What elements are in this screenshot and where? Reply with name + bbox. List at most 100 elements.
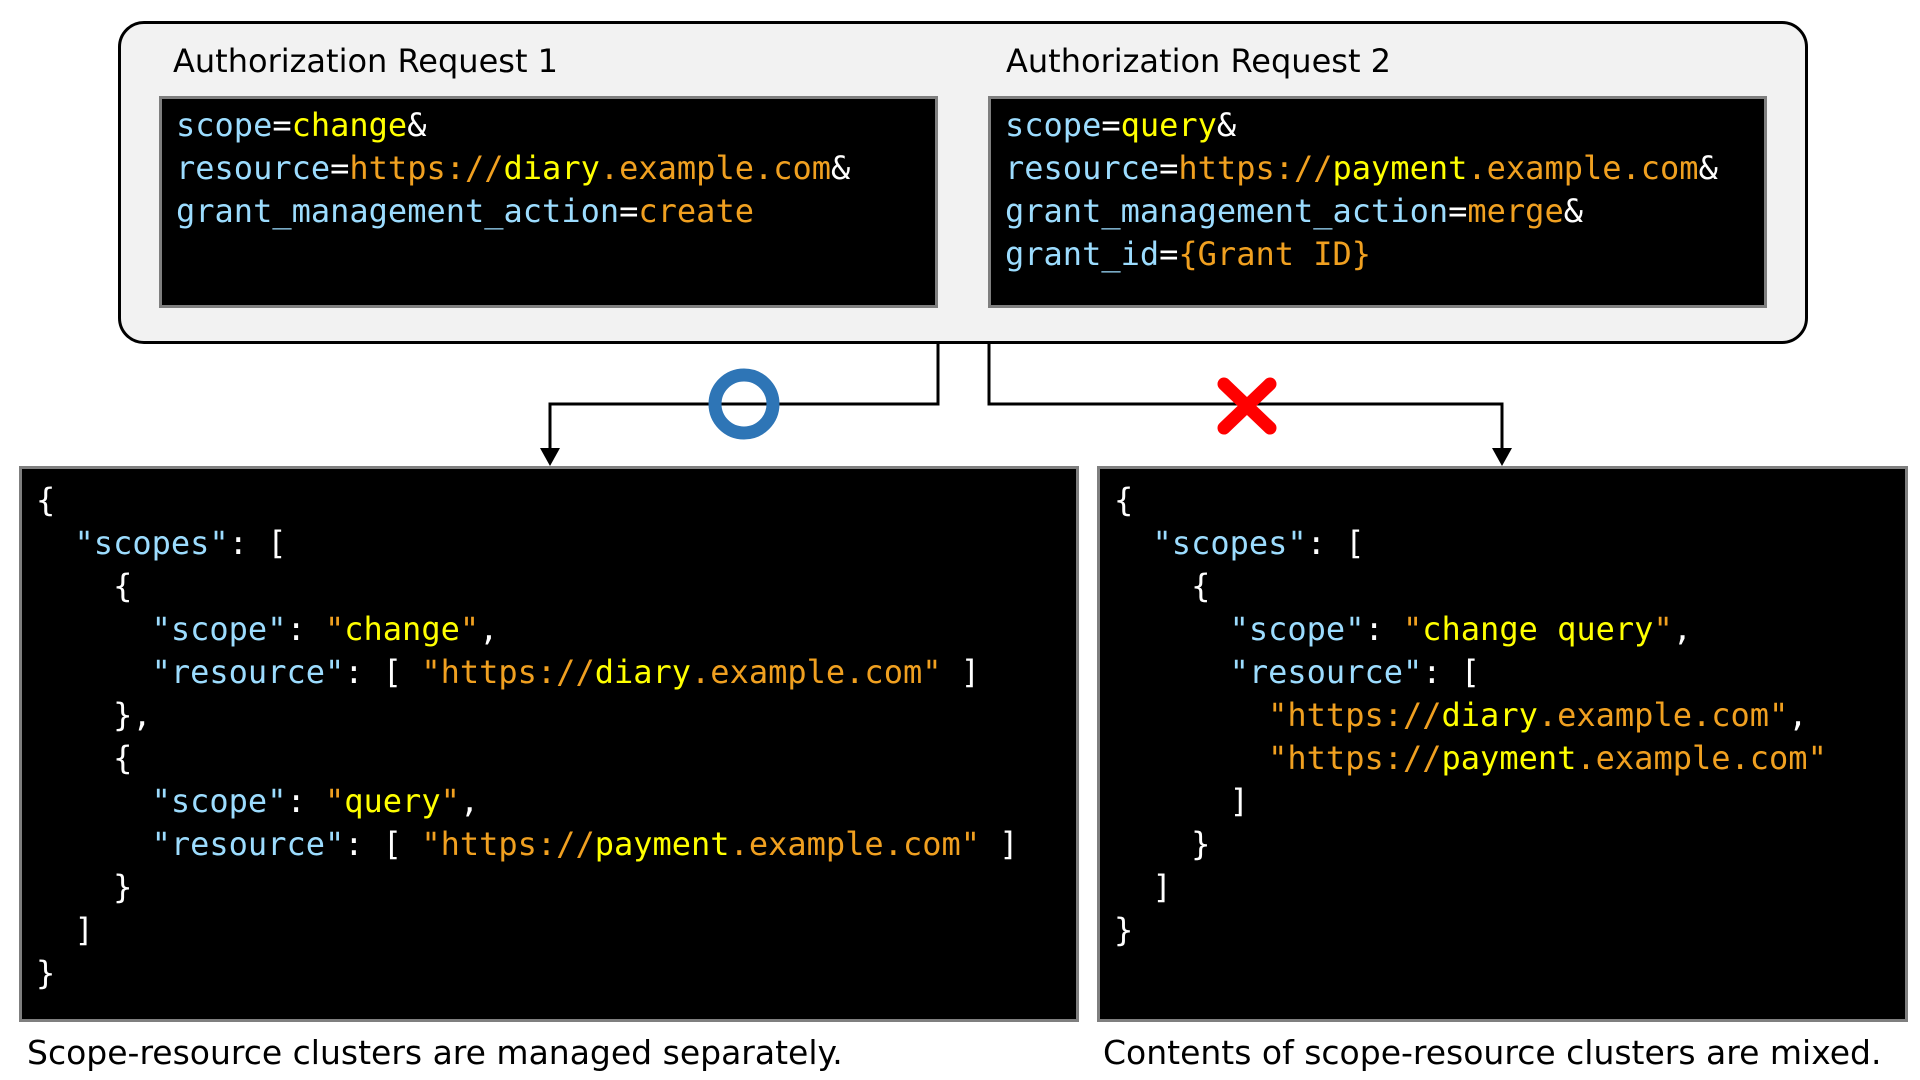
code-token: : [ (344, 653, 422, 691)
code-token: change query (1422, 610, 1654, 648)
code-token: ] (941, 653, 981, 691)
arrowhead-right (1492, 448, 1512, 466)
code-token: = (330, 149, 350, 187)
code-token: payment (1441, 739, 1577, 777)
code-token: , (1672, 610, 1692, 648)
code-token: https:// (349, 149, 504, 187)
code-token: = (1448, 192, 1468, 230)
code-line: scope=query& (1005, 104, 1750, 147)
code-line: grant_management_action=merge& (1005, 190, 1750, 233)
code-line: ] (1114, 866, 1891, 909)
code-token: .example.com (1467, 149, 1699, 187)
code-line: } (1114, 823, 1891, 866)
code-token: { (1114, 481, 1134, 519)
code-token: grant_management_action (176, 192, 620, 230)
code-token: ] (36, 911, 94, 949)
left-result-json-block: { "scopes" : [ { "scope": " change ", "reso… (19, 466, 1079, 1022)
code-token: change (344, 610, 460, 648)
code-token: , (1788, 696, 1808, 734)
request-2-lines: scope=query&resource=https://payment.exa… (1005, 104, 1750, 276)
left-result-lines: { "scopes" : [ { "scope": " change ", "reso… (36, 479, 1062, 995)
code-line: grant_management_action=create (176, 190, 921, 233)
code-token: https:// (1178, 149, 1333, 187)
code-token: " (1653, 610, 1673, 648)
code-token: resource (176, 149, 331, 187)
code-token: "scopes" (74, 524, 229, 562)
code-line: scope=change& (176, 104, 921, 147)
code-token: "https:// (421, 653, 595, 691)
arrowhead-left (540, 448, 560, 466)
success-circle-icon (708, 368, 780, 440)
code-token: = (1159, 149, 1179, 187)
code-token: } (36, 868, 133, 906)
code-line: "https://payment.example.com" (1114, 737, 1891, 780)
code-token: { (36, 739, 133, 777)
code-line: { (36, 565, 1062, 608)
code-token: ] (1114, 782, 1249, 820)
code-token: .example.com" (1576, 739, 1827, 777)
code-token (1114, 610, 1230, 648)
code-token: diary (594, 653, 692, 691)
code-token: merge (1467, 192, 1564, 230)
left-caption: Scope-resource clusters are managed sepa… (27, 1033, 843, 1072)
code-token: = (619, 192, 639, 230)
code-token: } (1114, 825, 1211, 863)
code-line: { (36, 737, 1062, 780)
code-token: }, (36, 696, 152, 734)
code-token: , (479, 610, 499, 648)
code-token: { (36, 481, 56, 519)
code-token: resource (1005, 149, 1160, 187)
request-2-code-block: scope=query&resource=https://payment.exa… (988, 96, 1767, 308)
code-token: = (272, 106, 292, 144)
code-line: } (1114, 909, 1891, 952)
code-token: diary (503, 149, 600, 187)
code-line: { (1114, 565, 1891, 608)
code-token: } (36, 954, 56, 992)
code-token (1114, 524, 1153, 562)
code-token: .example.com (599, 149, 832, 187)
code-line: ] (36, 909, 1062, 952)
code-token: " (1402, 610, 1423, 648)
code-token: "https:// (1268, 696, 1442, 734)
code-token: & (1563, 192, 1583, 230)
code-token: payment (1332, 149, 1468, 187)
code-line: } (36, 952, 1062, 995)
code-token: scope (1005, 106, 1102, 144)
code-token: } (1114, 911, 1134, 949)
code-token (36, 825, 152, 863)
code-line: } (36, 866, 1062, 909)
code-line: "resource": [ "https://diary.example.com… (36, 651, 1062, 694)
code-token: : (286, 610, 325, 648)
code-token: .example.com" (691, 653, 942, 691)
code-token: "scope" (1229, 610, 1365, 648)
code-line: "resource": [ (1114, 651, 1891, 694)
code-line: { (36, 479, 1062, 522)
code-token: query (344, 782, 441, 820)
code-token: & (407, 106, 427, 144)
request-1-lines: scope=change&resource=https://diary.exam… (176, 104, 921, 233)
right-result-json-block: { "scopes": [ { "scope": "change query",… (1097, 466, 1908, 1022)
code-token: = (1159, 235, 1179, 273)
code-line: "https://diary.example.com", (1114, 694, 1891, 737)
code-token: diary (1441, 696, 1538, 734)
code-token: " (324, 782, 345, 820)
code-token: : [ (1306, 524, 1365, 562)
code-line: "scopes": [ (1114, 522, 1891, 565)
code-line: grant_id={Grant ID} (1005, 233, 1750, 276)
code-token: {Grant ID} (1178, 235, 1372, 273)
code-token: " (440, 782, 460, 820)
code-line: resource=https://payment.example.com& (1005, 147, 1750, 190)
code-token: grant_id (1005, 235, 1160, 273)
code-token (36, 653, 152, 691)
code-token: "https:// (421, 825, 595, 863)
code-token: "scope" (151, 782, 287, 820)
code-token: { (1114, 567, 1211, 605)
code-token: & (1698, 149, 1718, 187)
code-token (1114, 653, 1230, 691)
code-line: { (1114, 479, 1891, 522)
request-2-title: Authorization Request 2 (1006, 42, 1392, 80)
code-token (36, 524, 75, 562)
code-token (36, 610, 152, 648)
right-caption: Contents of scope-resource clusters are … (1103, 1033, 1882, 1072)
